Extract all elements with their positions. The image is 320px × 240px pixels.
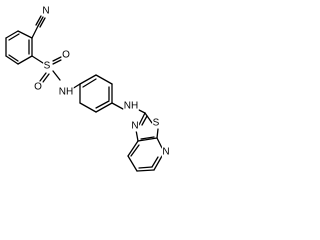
atom-label-background (58, 86, 74, 98)
bond (17, 55, 33, 65)
atom-label-sulfur: S (44, 61, 51, 72)
atom-label-thiazole-n: N (131, 121, 138, 132)
bond (82, 78, 97, 88)
bond (151, 156, 159, 168)
bond (138, 166, 153, 169)
bond (5, 55, 19, 65)
bond (141, 115, 148, 126)
atom-label-oxygen-lower: O (34, 82, 42, 93)
bond (8, 54, 19, 62)
bond (144, 112, 153, 124)
atom-label-background (41, 5, 51, 17)
atom-label-nitrile-n: N (42, 6, 49, 17)
bond (8, 33, 20, 41)
atom-label-pyridine-n: N (162, 147, 169, 158)
molecule-structure: N S O O NH NH S N N (5, 5, 171, 172)
bond-lines (5, 15, 163, 172)
bond (135, 129, 139, 142)
bond (156, 128, 159, 139)
bond (52, 56, 62, 62)
atom-label-background (43, 60, 52, 72)
atom-label-sulfonamide-nh: NH (59, 87, 73, 98)
bond (31, 55, 44, 64)
bond (95, 100, 110, 109)
bond (37, 16, 44, 27)
bond (111, 102, 124, 110)
bond (79, 102, 97, 113)
bond (95, 102, 113, 113)
bond (137, 137, 158, 142)
atom-labels: N S O O NH NH S N N (33, 5, 171, 158)
atom-label-thiazole-s: S (153, 118, 160, 129)
atom-label-background (130, 120, 140, 132)
atom-label-background (33, 81, 43, 93)
bond (130, 144, 140, 157)
atom-label-background (161, 146, 171, 158)
bond (153, 155, 163, 171)
bond (5, 30, 19, 39)
bond (138, 109, 146, 114)
bond (156, 137, 163, 149)
bond (42, 73, 50, 83)
bond (35, 15, 42, 26)
bond (39, 17, 46, 28)
bond (95, 74, 113, 85)
bond (79, 74, 97, 85)
bond (127, 155, 138, 172)
bond (140, 136, 155, 140)
bond (39, 72, 47, 82)
bond (138, 112, 146, 126)
bond (31, 25, 39, 39)
bond (52, 70, 61, 81)
atom-label-background (152, 117, 161, 129)
bond (52, 59, 62, 65)
atom-label-background (123, 100, 139, 112)
bond (17, 30, 33, 39)
atom-label-background (61, 49, 71, 61)
bond (136, 169, 155, 172)
atom-label-oxygen-upper: O (62, 50, 70, 61)
bond (127, 140, 139, 157)
atom-label-amine-nh: NH (124, 101, 138, 112)
